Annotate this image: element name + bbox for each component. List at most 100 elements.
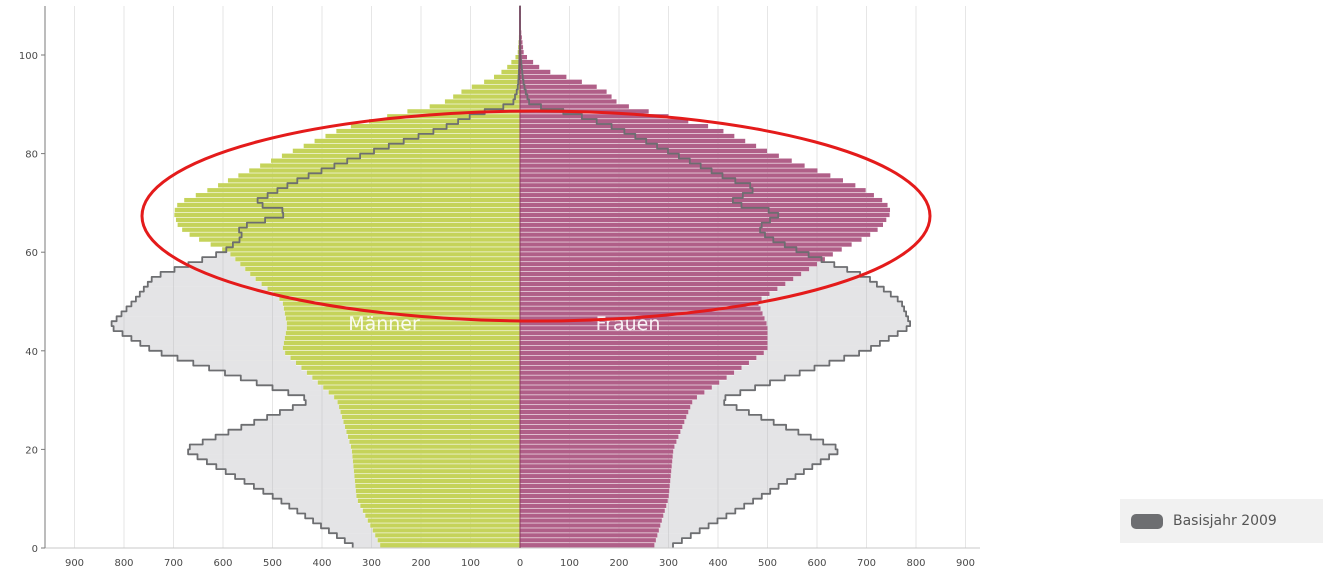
bar-female xyxy=(520,99,617,104)
bar-male xyxy=(350,124,520,129)
bar-male xyxy=(365,513,520,518)
base-year-lines xyxy=(110,5,911,548)
bar-female xyxy=(520,148,768,153)
bar-male xyxy=(507,64,520,70)
bar-male xyxy=(353,464,520,469)
bar-male xyxy=(285,331,520,336)
bar-female xyxy=(520,138,746,144)
bar-male xyxy=(362,508,520,513)
bar-male xyxy=(347,434,520,439)
bar-male xyxy=(296,360,520,365)
base-diff-male xyxy=(188,262,241,267)
bar-female xyxy=(520,158,792,163)
base-diff-female xyxy=(673,449,838,455)
bar-male xyxy=(328,390,520,395)
bar-male xyxy=(279,296,520,301)
base-year-difference-fill xyxy=(111,252,911,548)
bar-female xyxy=(520,424,683,430)
base-diff-male xyxy=(126,306,284,312)
bar-female xyxy=(520,390,705,395)
bar-male xyxy=(177,202,520,208)
bar-male xyxy=(284,336,520,341)
base-diff-male xyxy=(206,459,353,465)
bar-male xyxy=(377,538,520,543)
bar-male xyxy=(281,153,520,158)
base-diff-male xyxy=(281,498,358,504)
bar-female xyxy=(520,94,612,99)
base-diff-female xyxy=(690,405,737,410)
bar-male xyxy=(351,449,520,454)
base-diff-male xyxy=(189,444,351,450)
bar-female xyxy=(520,183,856,188)
base-diff-female xyxy=(671,464,813,470)
base-diff-male xyxy=(253,483,356,489)
base-diff-female xyxy=(801,271,861,277)
y-tick-label: 0 xyxy=(32,544,38,555)
bar-male xyxy=(369,119,520,124)
base-diff-female xyxy=(660,523,709,529)
x-tick-label: 200 xyxy=(609,558,628,569)
bar-female xyxy=(520,360,749,365)
base-diff-female xyxy=(741,365,815,371)
base-diff-male xyxy=(113,326,287,332)
bar-male xyxy=(336,128,520,134)
base-diff-female xyxy=(817,262,835,267)
base-diff-male xyxy=(121,311,285,317)
bar-male xyxy=(380,543,520,548)
x-tick-label: 0 xyxy=(517,558,523,569)
base-diff-male xyxy=(256,380,318,386)
bar-female xyxy=(520,84,597,89)
bar-female xyxy=(520,178,843,183)
base-diff-female xyxy=(761,296,898,302)
bar-male xyxy=(260,163,520,168)
base-diff-male xyxy=(139,291,274,297)
bar-male xyxy=(354,478,520,484)
bar-female xyxy=(520,74,567,80)
base-diff-female xyxy=(670,478,788,484)
base-diff-male xyxy=(149,345,283,351)
bar-female xyxy=(520,119,689,124)
base-diff-female xyxy=(763,350,860,356)
bar-female xyxy=(520,321,767,326)
bar-female xyxy=(520,414,687,420)
bar-female xyxy=(520,193,874,198)
bar-female xyxy=(520,528,659,533)
base-diff-female xyxy=(684,419,774,425)
base-diff-male xyxy=(305,400,338,406)
x-tick-label: 100 xyxy=(461,558,480,569)
base-diff-female xyxy=(666,503,745,509)
bar-female xyxy=(520,419,685,425)
base-diff-female xyxy=(756,355,845,361)
y-tick-label: 20 xyxy=(25,445,38,456)
legend-label: Basisjahr 2009 xyxy=(1173,513,1277,529)
bar-female xyxy=(520,439,677,444)
x-tick-label: 100 xyxy=(560,558,579,569)
base-diff-male xyxy=(140,340,284,346)
base-line-female xyxy=(519,5,911,548)
bar-male xyxy=(349,439,520,444)
bar-female xyxy=(520,543,655,548)
base-diff-male xyxy=(215,434,348,440)
x-tick-label: 300 xyxy=(362,558,381,569)
bar-male xyxy=(174,207,521,213)
base-line-male xyxy=(110,5,521,548)
y-tick-label: 100 xyxy=(19,51,38,62)
bar-male xyxy=(273,291,520,296)
bar-female xyxy=(520,252,833,257)
bar-male xyxy=(354,474,520,479)
bar-female xyxy=(520,474,671,479)
bar-male xyxy=(355,483,520,489)
base-diff-female xyxy=(655,538,682,544)
bar-female xyxy=(520,493,669,499)
base-diff-female xyxy=(686,414,762,420)
bar-female xyxy=(520,232,871,237)
bar-female xyxy=(520,114,669,119)
base-diff-male xyxy=(272,493,357,499)
legend-swatch-icon xyxy=(1131,513,1163,529)
x-tick-label: 600 xyxy=(807,558,826,569)
red-ellipse xyxy=(140,109,932,323)
x-tick-label: 400 xyxy=(708,558,727,569)
base-diff-female xyxy=(654,543,673,548)
base-diff-male xyxy=(143,286,268,292)
base-diff-male xyxy=(197,454,353,460)
